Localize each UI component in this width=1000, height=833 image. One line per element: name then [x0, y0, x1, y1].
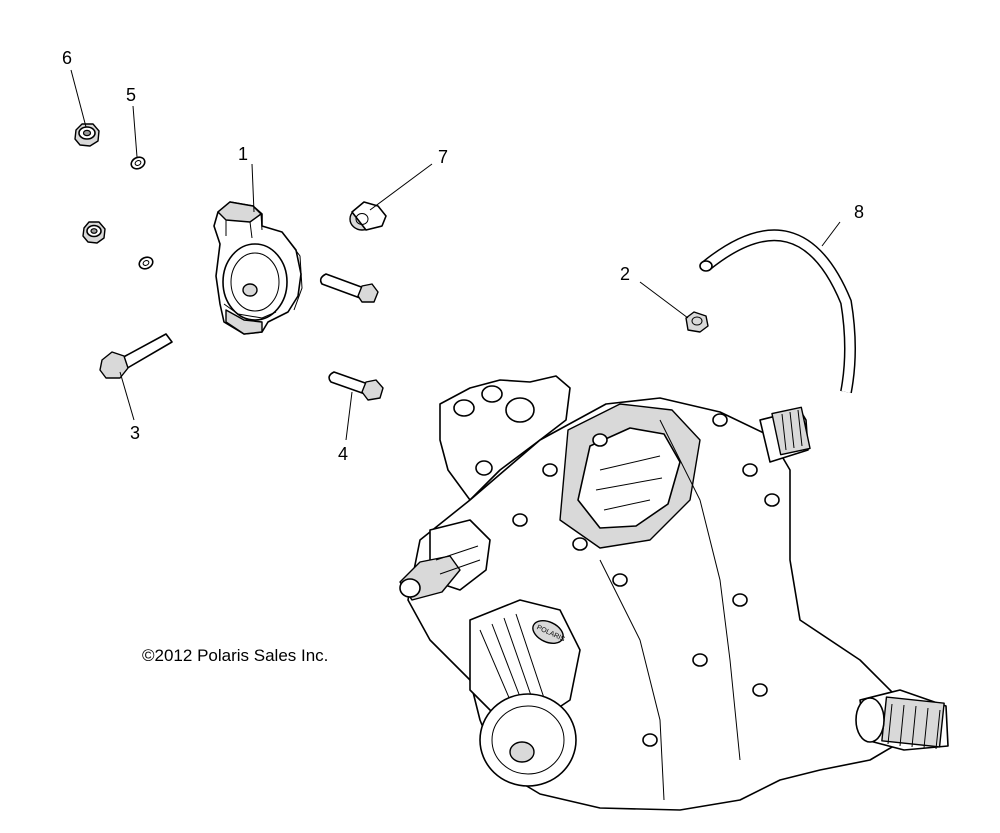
callout-labels: 6 5 1 7 8 2 3 4 [62, 48, 864, 464]
part-6-flange-nut-upper[interactable] [74, 123, 100, 147]
part-8-vent-hose[interactable] [699, 229, 856, 394]
copyright-notice: ©2012 Polaris Sales Inc. [142, 646, 329, 665]
transmission-housing[interactable]: POLARIS [399, 375, 949, 811]
leader-lines [70, 69, 841, 441]
callout-8[interactable]: 8 [854, 202, 864, 222]
callout-4[interactable]: 4 [338, 444, 348, 464]
housing-bolt-bosses [512, 413, 780, 747]
part-2-nut[interactable] [685, 311, 709, 333]
callout-3[interactable]: 3 [130, 423, 140, 443]
callout-5[interactable]: 5 [126, 85, 136, 105]
part-6-flange-nut-lower[interactable] [82, 221, 106, 244]
part-7-flanged-bushing[interactable] [349, 201, 387, 231]
callout-6[interactable]: 6 [62, 48, 72, 68]
part-5-washer-upper[interactable] [129, 155, 146, 171]
callout-1[interactable]: 1 [238, 144, 248, 164]
callout-7[interactable]: 7 [438, 147, 448, 167]
callout-2[interactable]: 2 [620, 264, 630, 284]
part-5-washer-lower[interactable] [137, 255, 154, 271]
part-4-bolt[interactable] [328, 371, 384, 401]
part-1-gear-position-switch[interactable] [213, 201, 303, 335]
part-3-long-bolt[interactable] [99, 333, 173, 379]
bolt-upper-middle[interactable] [319, 273, 379, 303]
